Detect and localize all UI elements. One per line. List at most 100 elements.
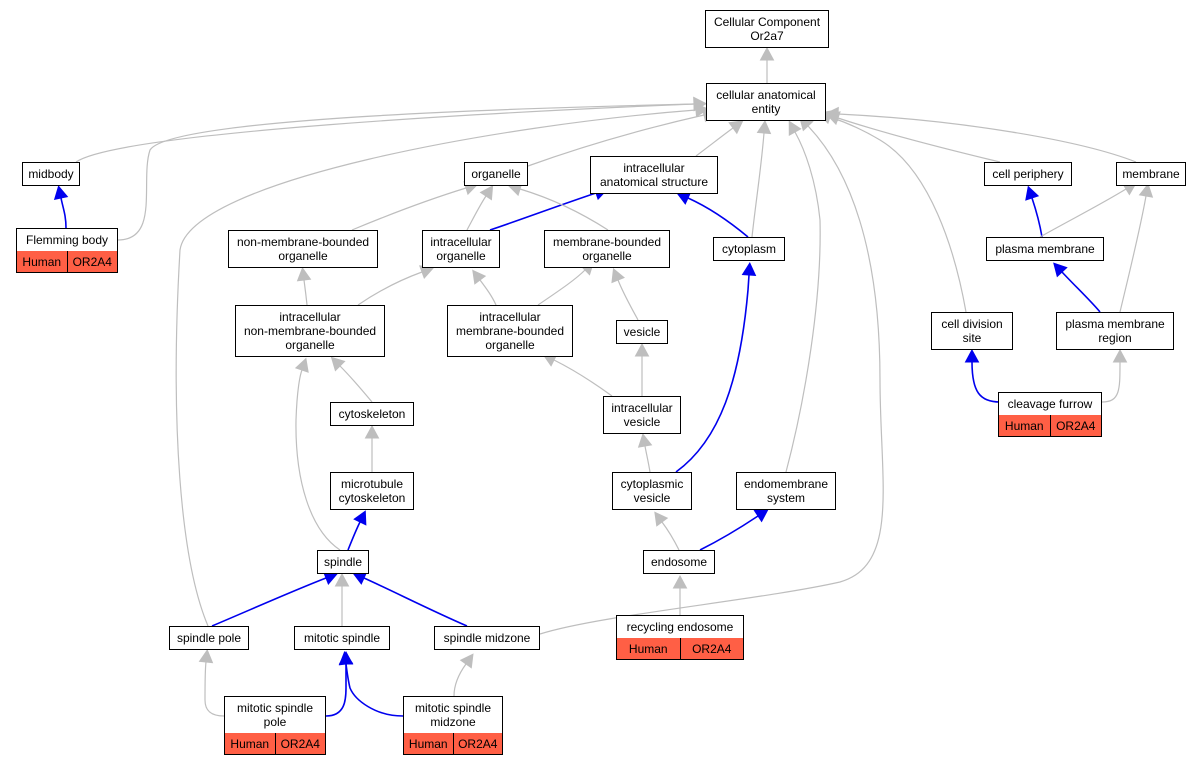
annotation-species: Human: [999, 415, 1050, 436]
node-label: intracellular: [623, 161, 685, 175]
edge-is-a-ias-to-cae: [695, 127, 734, 157]
edge-arrowhead: [611, 267, 625, 284]
annotation-mitotic-spindle-midzone[interactable]: Human OR2A4: [403, 733, 503, 755]
node-spindle[interactable]: spindle: [317, 550, 369, 574]
edge-is-a-ivesicle-to-imbo: [553, 359, 613, 397]
edge-part-of-endosome-to-endomem: [699, 515, 759, 551]
edge-arrowhead: [788, 120, 802, 136]
node-endosome[interactable]: endosome: [643, 550, 715, 574]
node-label: organelle: [285, 338, 335, 352]
edge-arrowhead: [694, 102, 710, 118]
edge-is-a-organelle-to-cae: [527, 114, 705, 167]
node-label: cell division: [941, 317, 1003, 331]
node-label: plasma membrane: [995, 242, 1095, 256]
edge-arrowhead: [330, 356, 346, 372]
node-label: system: [766, 491, 805, 505]
node-organelle[interactable]: organelle: [464, 162, 528, 186]
node-spindle-pole[interactable]: spindle pole: [169, 626, 249, 650]
node-label: mitotic spindle: [414, 701, 492, 715]
edge-is-a-cellperiphery-to-cae: [837, 117, 1001, 163]
node-label: intracellular: [479, 310, 541, 324]
node-vesicle[interactable]: vesicle: [616, 320, 668, 344]
edge-is-a-celldivsite-to-cae: [829, 116, 967, 313]
annotation-mitotic-spindle-pole[interactable]: Human OR2A4: [224, 733, 326, 755]
node-label: intracellular: [611, 401, 673, 415]
node-label: Cellular Component: [713, 15, 821, 29]
edge-is-a-endosome-to-cvesicle: [661, 521, 680, 551]
annotation-species: Human: [617, 638, 680, 659]
edge-is-a-plasmamembrane-to-membrane: [1039, 188, 1127, 238]
node-label: Flemming body: [25, 233, 109, 247]
node-recycling-endosome[interactable]: recycling endosome: [616, 615, 744, 639]
node-label: membrane-bounded: [455, 324, 565, 338]
node-cytoskeleton[interactable]: cytoskeleton: [330, 402, 414, 426]
node-label: cytoskeleton: [338, 407, 406, 421]
edge-arrowhead: [1138, 183, 1154, 198]
node-midbody[interactable]: midbody: [22, 162, 80, 186]
node-membrane[interactable]: membrane: [1116, 162, 1186, 186]
edge-arrowhead: [634, 342, 650, 357]
node-label: organelle: [471, 167, 521, 181]
edge-is-a-cvesicle-to-ivesicle: [644, 445, 651, 473]
node-cell-periphery[interactable]: cell periphery: [984, 162, 1072, 186]
annotation-flemming-body[interactable]: Human OR2A4: [16, 251, 118, 273]
edge-arrowhead: [459, 653, 474, 669]
edge-is-a-imbo-to-mbo: [537, 269, 586, 306]
node-label: mitotic spindle: [236, 701, 314, 715]
edge-arrowhead: [364, 424, 380, 439]
node-label: spindle: [323, 555, 363, 569]
node-label: non-membrane-bounded: [243, 324, 377, 338]
node-mitotic-spindle[interactable]: mitotic spindle: [294, 626, 390, 650]
edge-part-of-io-to-ias: [489, 192, 597, 231]
edge-is-a-inmbo-to-io: [357, 271, 423, 306]
edge-part-of-flemming-to-midbody: [60, 197, 67, 229]
edge-arrowhead: [296, 267, 312, 282]
edge-arrowhead: [964, 348, 980, 363]
edge-is-a-cytoskeleton-to-inmbo: [339, 365, 373, 403]
annotation-species: Human: [404, 733, 453, 754]
edge-arrowhead: [654, 511, 669, 527]
edge-is-a-midbody-to-cae: [75, 103, 695, 163]
node-label: site: [962, 331, 982, 345]
node-spindle-midzone[interactable]: spindle midzone: [434, 626, 540, 650]
node-label: mitotic spindle: [303, 631, 381, 645]
edge-arrowhead: [759, 46, 775, 61]
edge-arrowhead: [479, 185, 494, 201]
edge-arrowhead: [637, 433, 653, 448]
node-flemming-body[interactable]: Flemming body: [16, 228, 118, 252]
edge-arrowhead: [753, 508, 769, 523]
node-cleavage-furrow[interactable]: cleavage furrow: [998, 392, 1102, 416]
annotation-gene: OR2A4: [66, 251, 117, 272]
edge-arrowhead: [672, 574, 688, 589]
node-cytoplasm[interactable]: cytoplasm: [713, 237, 785, 261]
node-label: non-membrane-bounded: [236, 235, 370, 249]
annotation-species: Human: [17, 251, 67, 272]
edge-is-a-vesicle-to-mbo: [617, 279, 639, 321]
edge-arrowhead: [1053, 262, 1068, 278]
edge-arrowhead: [472, 269, 487, 285]
edge-part-of-plasmamembrane-to-cellperiphery: [1031, 197, 1043, 238]
annotation-cleavage-furrow[interactable]: Human OR2A4: [998, 415, 1102, 437]
node-plasma-membrane[interactable]: plasma membrane: [986, 237, 1104, 261]
edge-arrowhead: [1025, 185, 1040, 201]
node-label: plasma membrane: [1065, 317, 1165, 331]
node-label: membrane-bounded: [552, 235, 662, 249]
annotation-recycling-endosome[interactable]: Human OR2A4: [616, 638, 744, 660]
edge-arrowhead: [353, 510, 367, 526]
